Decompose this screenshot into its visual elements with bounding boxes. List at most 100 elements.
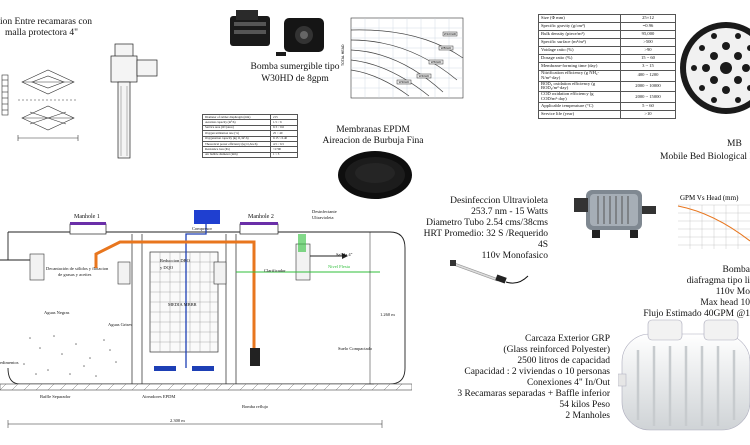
submersible-pump-caption-2: W30HD de 8gpm — [261, 74, 329, 84]
uv-line-4: HRT Promedio: 32 S /Requerido 4S — [423, 229, 548, 250]
air-line — [185, 224, 207, 368]
tank-shell — [8, 231, 406, 385]
ground-label: Suelo Compactado — [338, 346, 373, 351]
compacted-ground — [0, 383, 412, 391]
blower-line-5: Flujo Estimado 40GPM @1 — [643, 309, 750, 319]
right-spec-row: Membrane-forming time (day)3 ~ 15 — [538, 62, 676, 71]
right-spec-value: >500 — [620, 38, 676, 47]
pump-curve-y-label: TOTAL HEAD — [341, 44, 345, 66]
mid-spec-value: 1 ~ 3 — [270, 151, 298, 159]
grp-tank-image — [618, 319, 750, 431]
media-label: MEDIA MBBR — [168, 302, 197, 307]
blower-line-2: diafragma tipo li — [686, 276, 750, 286]
right-spec-row: Specific gravity (g/cm³)=0.96 — [538, 22, 676, 31]
right-spec-row: Nitrification efficiency (g NH₄-N/m³·day… — [538, 70, 676, 82]
top-left-caption-1: ion Entre recamaras con — [0, 17, 93, 27]
blower-line-4: Max head 10 — [700, 298, 750, 308]
right-spec-row: Bulk density (piece/m³)95,000 — [538, 30, 676, 39]
mesh-diagram — [1, 69, 79, 141]
series-label-2: W40HD — [419, 74, 430, 78]
air-pump-image — [574, 190, 656, 238]
tank-line-1: Carcaza Exterior GRP — [525, 334, 610, 344]
manhole-1 — [69, 223, 107, 235]
tank-line-6: 3 Recamaras separadas + Baffle inferior — [457, 389, 610, 399]
height-dimension-label: 1.260 m — [380, 312, 395, 317]
right-spec-param: Size (Φ mm) — [538, 14, 621, 23]
right-spec-param: Dosage ratio (%) — [538, 54, 621, 63]
curve-5 — [350, 29, 464, 59]
tee-1 — [117, 261, 131, 285]
epdm-membrane-image — [338, 151, 412, 199]
right-spec-row: Applicable temperature (°C)5 ~ 60 — [538, 101, 676, 111]
series-label-5: W100HD — [444, 32, 457, 36]
manhole-2-lid — [240, 222, 278, 225]
tank-line-7: 54 kilos Peso — [559, 400, 610, 410]
mbbr-caption-2: Mobile Bed Biological Rea — [660, 152, 750, 162]
baffle-label: Baffle Separador — [40, 394, 71, 399]
right-spec-param: Voidage ratio (%) — [538, 46, 621, 55]
membranes-caption-2: Aireacion de Burbuja Fina — [322, 136, 424, 146]
blower-line-3: 110v Mo — [715, 287, 750, 297]
blower-line-1: Bomba — [722, 265, 750, 275]
submersible-pump-caption-1: Bomba sumergible tipo — [250, 62, 340, 72]
uv-line-1: Desinfeccion Ultravioleta — [450, 196, 548, 206]
reduction-label-1: Reduccion DBO — [160, 258, 190, 263]
mid-spec-row: Air bubble diameter (mm)1 ~ 3 — [202, 151, 298, 159]
reflux-pipe — [94, 240, 256, 366]
right-spec-value: >90 — [620, 46, 676, 55]
compressor-box — [194, 210, 220, 224]
curve-3 — [350, 49, 444, 93]
right-spec-value: >10 — [620, 109, 676, 119]
membranes-caption-1: Membranas EPDM — [336, 125, 410, 135]
right-spec-param: Bulk density (piece/m³) — [538, 30, 621, 39]
right-spec-value: 25×12 — [620, 14, 676, 23]
tank-line-2: (Glass reinforced Polyester) — [503, 345, 610, 355]
right-spec-row: Service life (year)>10 — [538, 109, 676, 119]
mid-spec-param: Air bubble diameter (mm) — [202, 151, 271, 159]
right-spec-param: Applicable temperature (°C) — [538, 101, 621, 111]
aerator-right — [192, 366, 214, 371]
pump-curve-chart: W30HD W40HD W60HD W80HD W100HD TOTAL HEA… — [339, 16, 465, 102]
blower-chart-title: GPM Vs Head (mm) — [680, 194, 739, 202]
right-spec-value: 3 ~ 15 — [620, 62, 676, 71]
decant-label-2: de grasas y aceites — [58, 272, 92, 277]
compressor-label: Compresor — [192, 226, 212, 231]
tank-line-5: Conexiones 4" In/Out — [526, 378, 610, 388]
right-spec-param: COD oxidation efficiency (g COD/m³·day) — [538, 91, 621, 103]
submersible-pump-image — [230, 10, 324, 56]
right-spec-param: Specific gravity (g/cm³) — [538, 22, 621, 31]
blower-curve — [677, 205, 750, 242]
manhole-2 — [239, 223, 279, 235]
aerator-left — [154, 366, 176, 371]
width-dimension-label: 2.300 m — [170, 418, 185, 423]
sediments-label: edimentos — [0, 360, 19, 365]
grey-water-label: Aguas Grises — [108, 322, 133, 327]
reflux-pump — [250, 348, 260, 366]
black-water-label: Aguas Negras — [44, 310, 70, 315]
pump-curve-svg: W30HD W40HD W60HD W80HD W100HD TOTAL HEA… — [341, 17, 464, 99]
mesh-and-pipe-drawing — [1, 43, 158, 159]
top-left-caption-2: malla protectora 4" — [5, 28, 78, 38]
right-spec-row: Size (Φ mm)25×12 — [538, 14, 676, 23]
uv-line-3: Diametro Tubo 2.54 cms/38cms — [426, 218, 548, 228]
right-spec-value: 15 ~ 60 — [620, 54, 676, 63]
right-spec-value: =0.96 — [620, 22, 676, 31]
right-spec-value: 5 ~ 60 — [620, 101, 676, 111]
series-label-1: W30HD — [399, 80, 410, 84]
tank-description: Carcaza Exterior GRP (Glass reinforced P… — [450, 334, 610, 422]
tank-line-8: 2 Manholes — [565, 411, 610, 421]
right-spec-row: COD oxidation efficiency (g COD/m³·day)2… — [538, 91, 676, 103]
disinfect-label-1: Desinfectante — [312, 209, 337, 214]
right-spec-row: BOD₅ oxidation efficiency (g BOD₅/m³·day… — [538, 80, 676, 93]
right-spec-value: 400 ~ 1200 — [620, 70, 676, 82]
right-spec-param: Service life (year) — [538, 109, 621, 119]
right-spec-param: BOD₅ oxidation efficiency (g BOD₅/m³·day… — [538, 80, 621, 93]
right-spec-value: 2000 ~ 10000 — [620, 80, 676, 93]
curve-1 — [350, 69, 410, 97]
tank-line-3: 2500 litros de capacidad — [517, 356, 610, 366]
uv-line-2: 253.7 nm - 15 Watts — [471, 207, 548, 217]
right-spec-value: 95,000 — [620, 30, 676, 39]
uv-tube — [298, 234, 306, 252]
